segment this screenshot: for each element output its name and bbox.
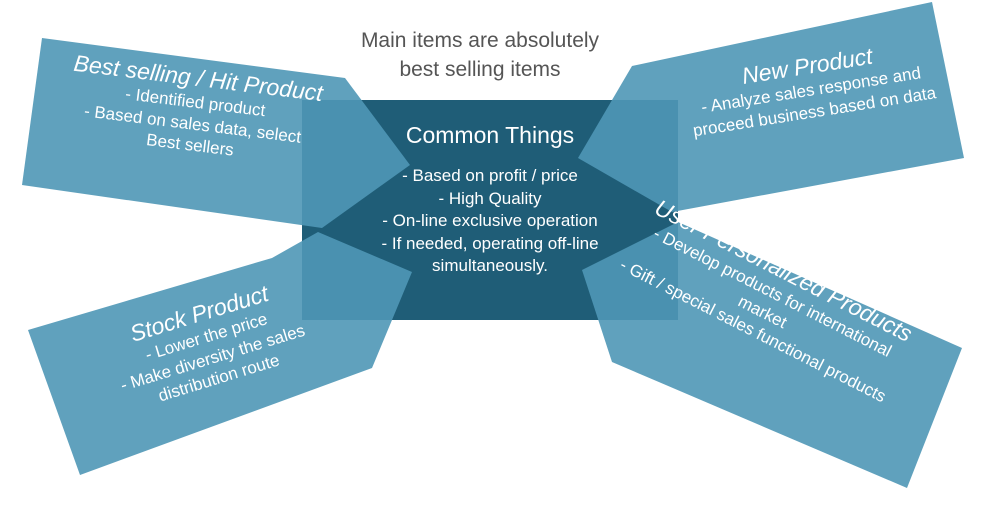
center-item: - Based on profit / price (402, 166, 578, 185)
center-item: simultaneously. (432, 256, 548, 275)
arrow-new-product (578, 2, 964, 212)
center-title: Common Things (405, 122, 575, 148)
arrow-hit-product (22, 38, 410, 228)
diagram-caption: Main items are absolutely best selling i… (330, 26, 630, 84)
caption-line-2: best selling items (399, 58, 561, 81)
center-item: - If needed, operating off-line (381, 233, 599, 253)
center-text-block: Common Things - Based on profit / price … (302, 122, 678, 278)
center-item: - On-line exclusive operation (382, 211, 598, 230)
center-item: - High Quality (438, 188, 542, 208)
arrow-stock-product (28, 232, 412, 475)
caption-line-1: Main items are absolutely (360, 29, 600, 52)
arrow-user-products (582, 222, 962, 488)
